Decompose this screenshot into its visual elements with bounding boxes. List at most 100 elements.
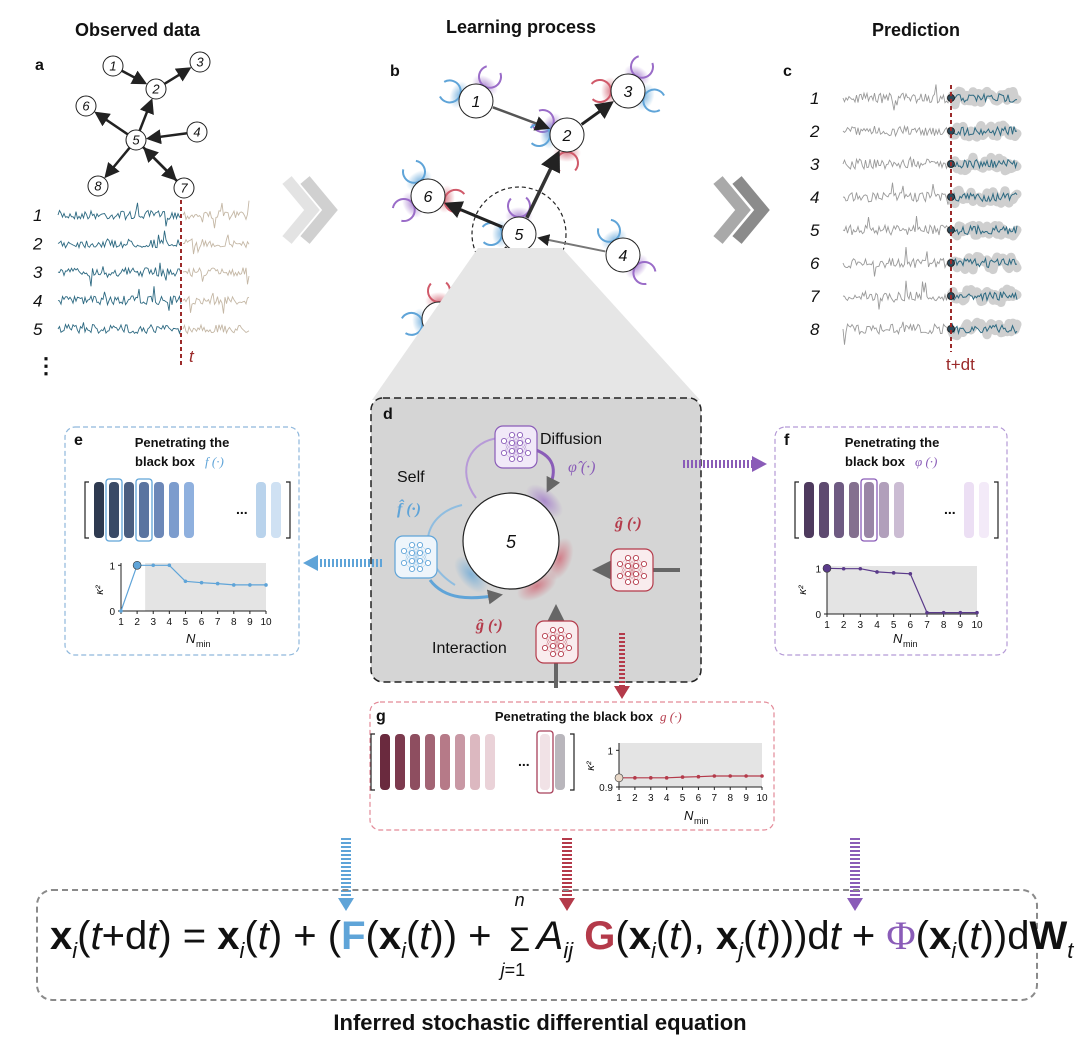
weight-bar bbox=[964, 482, 974, 538]
node-halo bbox=[525, 484, 563, 519]
x-tick-label: 3 bbox=[858, 620, 864, 631]
shaded-region bbox=[619, 743, 762, 787]
series-label: 4 bbox=[33, 292, 42, 311]
panel-e-fn: f (·) bbox=[205, 454, 224, 469]
panel-f-bars: ... bbox=[794, 478, 999, 542]
bracket-right bbox=[994, 481, 999, 539]
connector-to-Phi-head bbox=[847, 898, 863, 911]
network-a-edge bbox=[145, 129, 188, 145]
network-b-node bbox=[605, 237, 641, 273]
bracket-left bbox=[84, 481, 89, 539]
observed-trace bbox=[57, 262, 182, 287]
shaded-region bbox=[145, 563, 266, 611]
diffusion-loop-arc bbox=[465, 437, 501, 499]
network-a-node bbox=[125, 129, 147, 151]
interaction-label: Interaction bbox=[432, 640, 507, 657]
data-point bbox=[231, 583, 236, 587]
panel-g-xlabel-sub: min bbox=[694, 816, 709, 826]
weight-bar bbox=[894, 482, 904, 538]
history-trace bbox=[842, 84, 950, 111]
center-node bbox=[462, 492, 560, 590]
weight-bar bbox=[154, 482, 164, 538]
prediction-label: 4 bbox=[810, 188, 819, 207]
network-b-edge bbox=[537, 234, 606, 253]
network-b-node bbox=[410, 178, 446, 214]
weight-bar bbox=[455, 734, 465, 790]
data-point bbox=[822, 563, 832, 573]
panel-g-title: Penetrating the black box bbox=[495, 709, 654, 724]
panel-g-xlabel: N bbox=[684, 808, 694, 823]
future-trace bbox=[182, 234, 250, 255]
x-tick-label: 8 bbox=[727, 793, 733, 804]
prediction-label: 3 bbox=[810, 155, 820, 174]
weight-bar bbox=[555, 734, 565, 790]
panel-e-bars: ... bbox=[84, 478, 291, 542]
panel-letter-g: g bbox=[376, 708, 386, 725]
prediction-band bbox=[946, 252, 1022, 275]
x-tick-label: 2 bbox=[632, 793, 638, 804]
bar-ellipsis: ... bbox=[944, 501, 956, 517]
data-point bbox=[941, 610, 946, 615]
interaction-nn-icon-bottom bbox=[535, 620, 579, 664]
future-trace bbox=[182, 200, 250, 229]
prediction-trace bbox=[950, 322, 1018, 336]
self-loop bbox=[402, 159, 426, 184]
panel-e-title-2: black box bbox=[135, 454, 196, 469]
network-a-node bbox=[145, 78, 167, 100]
future-trace bbox=[182, 292, 250, 314]
weight-bar bbox=[979, 482, 989, 538]
connector-d-to-f-head bbox=[752, 456, 767, 472]
x-tick-label: 10 bbox=[756, 793, 768, 804]
prediction-trace bbox=[950, 223, 1018, 236]
series-more: ⋮ bbox=[35, 353, 57, 378]
data-point bbox=[958, 610, 963, 615]
x-tick-label: 3 bbox=[648, 793, 654, 804]
data-point bbox=[975, 610, 979, 615]
network-a-edge bbox=[94, 111, 129, 136]
network-b-edge bbox=[444, 201, 503, 229]
x-tick-label: 10 bbox=[971, 620, 983, 631]
network-b-node bbox=[549, 117, 585, 153]
network-a-edge bbox=[143, 147, 178, 182]
connectors bbox=[303, 456, 863, 911]
y-tick-label: 0 bbox=[109, 607, 115, 618]
weight-bar bbox=[256, 482, 266, 538]
prediction-label: 5 bbox=[810, 221, 820, 240]
data-point bbox=[648, 776, 653, 780]
y-tick-label: 1 bbox=[109, 561, 115, 572]
network-a-edge bbox=[163, 67, 192, 85]
weight-bar bbox=[804, 482, 814, 538]
network-a-node-label: 8 bbox=[94, 179, 102, 194]
weight-bar bbox=[540, 734, 550, 790]
x-tick-label: 1 bbox=[824, 620, 830, 631]
series-label: 2 bbox=[32, 235, 43, 254]
panel-letter-d: d bbox=[383, 406, 393, 423]
x-tick-label: 6 bbox=[696, 793, 702, 804]
data-point bbox=[119, 609, 123, 613]
network-b-node-label: 1 bbox=[472, 94, 481, 111]
connector-to-G-head bbox=[559, 898, 575, 911]
prediction-time-label: t+dt bbox=[946, 355, 975, 374]
x-tick-label: 8 bbox=[231, 617, 237, 628]
data-point bbox=[744, 774, 748, 778]
network-b-edge bbox=[525, 150, 560, 219]
network-b-node-label: 2 bbox=[562, 128, 572, 145]
x-tick-label: 2 bbox=[841, 620, 847, 631]
bracket-left bbox=[794, 481, 799, 539]
self-fn: f̂ (·) bbox=[397, 499, 421, 518]
observed-trace bbox=[57, 202, 182, 227]
weight-bar bbox=[864, 482, 874, 538]
data-point bbox=[183, 579, 188, 584]
zoom-funnel bbox=[372, 248, 700, 400]
network-a-node-label: 4 bbox=[193, 125, 200, 140]
chevron-icon bbox=[282, 176, 770, 244]
network-a-node-label: 7 bbox=[180, 181, 188, 196]
connector-d-to-g-head bbox=[614, 686, 630, 699]
data-point bbox=[151, 563, 156, 568]
